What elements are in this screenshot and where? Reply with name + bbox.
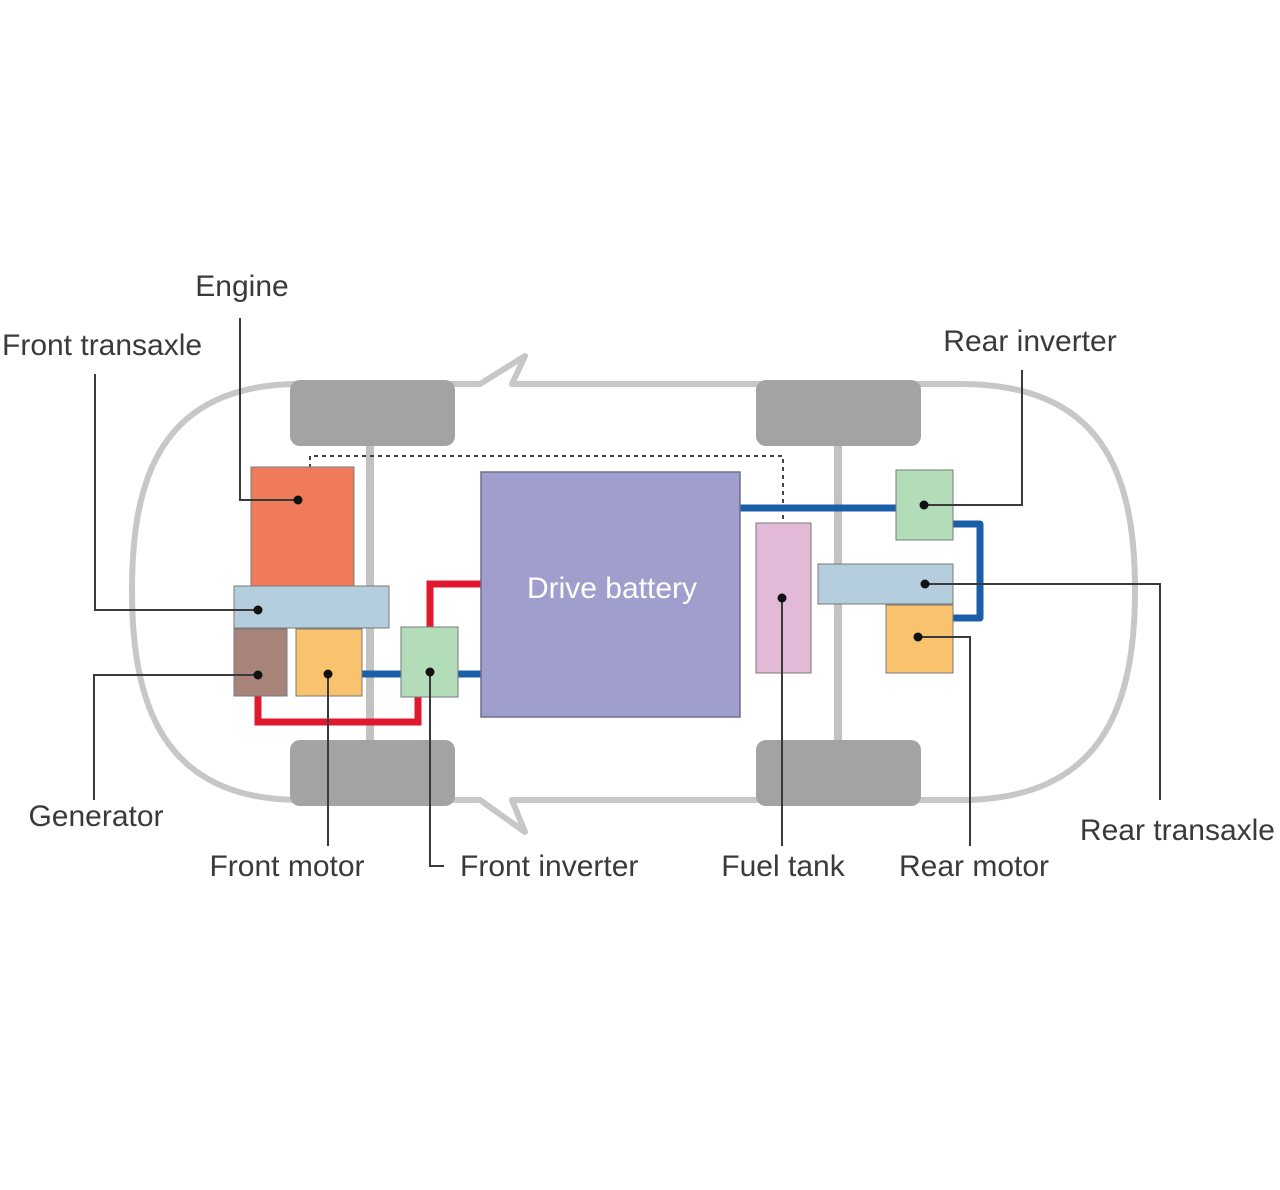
label-generator: Generator <box>28 800 163 833</box>
dot-front-motor <box>323 669 333 679</box>
hv-cable-blue-rear-loop <box>953 520 984 622</box>
drive-battery-block <box>480 471 741 718</box>
leader-front-inverter <box>429 672 444 867</box>
label-rear-inverter: Rear inverter <box>943 325 1116 358</box>
fuel-line <box>309 455 784 522</box>
label-front-motor: Front motor <box>209 850 364 883</box>
leader-rear-inverter <box>924 370 1023 506</box>
leader-generator <box>93 674 258 800</box>
generator-block <box>233 628 288 697</box>
dot-fuel-tank <box>777 593 787 603</box>
label-rear-motor: Rear motor <box>899 850 1049 883</box>
wheel-front-bottom <box>290 740 455 806</box>
leader-front-transaxle <box>94 374 258 611</box>
dot-rear-motor <box>913 632 923 642</box>
label-engine: Engine <box>195 270 288 303</box>
dot-engine <box>293 495 303 505</box>
car-body-outline <box>129 353 1138 835</box>
drive-battery-label: Drive battery <box>527 572 697 605</box>
leader-rear-motor <box>918 636 971 846</box>
label-rear-transaxle: Rear transaxle <box>1080 814 1275 847</box>
dot-front-transaxle <box>253 605 263 615</box>
dot-rear-transaxle <box>920 579 930 589</box>
wheel-rear-top <box>756 380 921 446</box>
label-front-inverter: Front inverter <box>460 850 638 883</box>
dot-rear-inverter <box>919 500 929 510</box>
dot-generator <box>253 670 263 680</box>
rear-motor-block <box>885 604 954 674</box>
label-fuel-tank: Fuel tank <box>721 850 845 883</box>
leader-rear-transaxle <box>925 583 1161 800</box>
wheel-rear-bottom <box>756 740 921 806</box>
engine-block <box>250 466 355 588</box>
dot-front-inverter <box>425 667 435 677</box>
leader-engine <box>239 318 298 501</box>
wheel-front-top <box>290 380 455 446</box>
hv-cable-red-battery <box>426 580 482 628</box>
label-front-transaxle: Front transaxle <box>2 329 202 362</box>
hv-cable-red-generator <box>254 696 422 726</box>
